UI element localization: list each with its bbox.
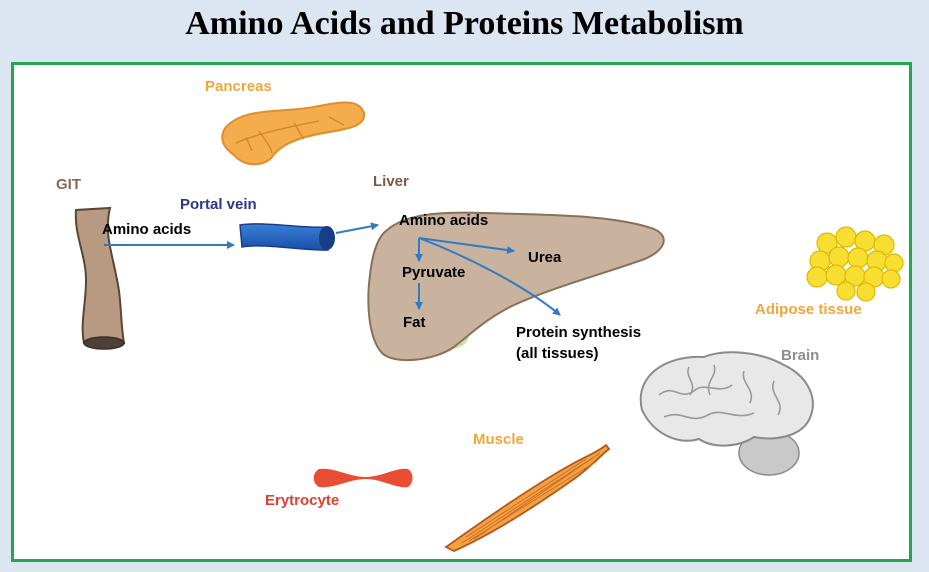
git-tube-shape	[74, 206, 126, 350]
liver-arrows	[415, 237, 561, 316]
erytrocyte-shape	[313, 468, 413, 488]
protein-synthesis-label: Protein synthesis	[516, 324, 642, 341]
erytrocyte-label: Erytrocyte	[265, 492, 340, 509]
page-title: Amino Acids and Proteins Metabolism	[185, 5, 744, 42]
pancreas-shape	[221, 101, 366, 166]
muscle-label: Muscle	[473, 431, 524, 448]
fat-label: Fat	[403, 314, 426, 331]
pyruvate-label: Pyruvate	[402, 264, 466, 281]
pancreas-label: Pancreas	[205, 78, 272, 95]
brain-label: Brain	[781, 347, 820, 364]
amino-acids-liver-label: Amino acids	[399, 212, 489, 229]
diagram-panel: Pancreas GIT Amino acids Portal vein Liv…	[11, 62, 912, 562]
all-tissues-label: (all tissues)	[516, 345, 599, 362]
portal-vein-shape	[239, 223, 335, 251]
amino-acids-git-label: Amino acids	[102, 221, 192, 238]
adipose-tissue-label: Adipose tissue	[755, 301, 862, 318]
adipose-tissue-shape	[806, 226, 904, 302]
liver-shape	[367, 211, 665, 362]
brain-shape	[639, 351, 814, 476]
urea-label: Urea	[528, 249, 562, 266]
git-label: GIT	[56, 176, 81, 193]
diagram-canvas	[74, 101, 904, 552]
liver-label: Liver	[373, 173, 409, 190]
arrow-portal-to-liver	[335, 222, 379, 234]
muscle-shape	[444, 443, 611, 552]
portal-vein-label: Portal vein	[180, 196, 257, 213]
